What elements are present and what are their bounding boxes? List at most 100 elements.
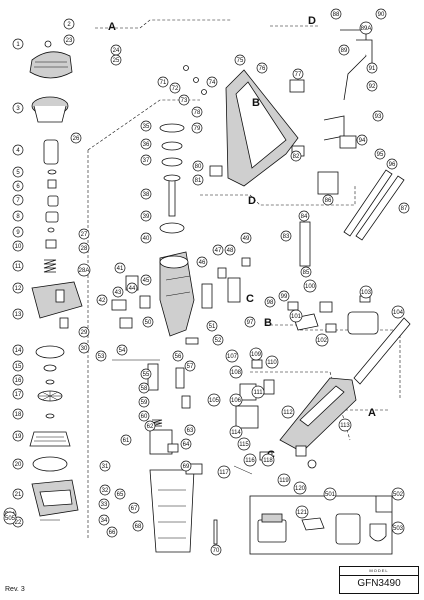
part-callout-10: 10: [12, 240, 24, 252]
part-callout-bubble: [128, 502, 140, 514]
part-callout-label: 72: [172, 86, 179, 92]
part-callout-bubble: [240, 232, 252, 244]
part-callout-bubble: [192, 174, 204, 186]
part-callout-121: 121: [295, 505, 309, 519]
part-callout-label: 66: [109, 530, 116, 536]
part-callout-label: 26: [73, 136, 80, 142]
part-callout-27: 27: [78, 228, 90, 240]
part-callout-501: 501: [323, 487, 337, 501]
part-callout-label: 20: [15, 462, 22, 468]
part-callout-81: 81: [192, 174, 204, 186]
part-callout-label: 74: [209, 80, 216, 86]
part-callout-bubble: [140, 274, 152, 286]
part-callout-bubble: [12, 144, 24, 156]
part-callout-505: 505: [3, 511, 17, 525]
part-callout-80: 80: [192, 160, 204, 172]
part-callout-label: 83: [283, 234, 290, 240]
part-callout-bubble: [12, 260, 24, 272]
part-callout-90: 90: [375, 8, 387, 20]
part-callout-39: 39: [140, 210, 152, 222]
part-callout-112: 112: [281, 405, 295, 419]
part-callout-25: 25: [110, 54, 122, 66]
part-callout-label: 45: [143, 278, 150, 284]
part-callout-bubble: [126, 282, 138, 294]
part-callout-5: 5: [12, 166, 24, 178]
part-callout-bubble: [196, 256, 208, 268]
accessory-box: [249, 495, 393, 555]
part-callout-109: 109: [249, 347, 263, 361]
part-callout-bubble: [3, 511, 17, 525]
part-callout-label: 503: [393, 526, 404, 532]
part-callout-bubble: [249, 347, 263, 361]
part-callout-118: 118: [261, 453, 275, 467]
part-callout-bubble: [207, 393, 221, 407]
part-callout-label: 77: [295, 72, 302, 78]
part-callout-label: 101: [291, 314, 302, 320]
section-letter-a-right: A: [368, 407, 376, 419]
part-callout-bubble: [386, 158, 398, 170]
part-callout-bubble: [12, 282, 24, 294]
part-callout-label: 22: [15, 520, 22, 526]
part-callout-38: 38: [140, 188, 152, 200]
part-callout-bubble: [12, 458, 24, 470]
part-callout-label: 70: [213, 548, 220, 554]
part-callout-8: 8: [12, 210, 24, 222]
part-callout-label: 1: [16, 42, 20, 48]
part-callout-86: 86: [322, 194, 334, 206]
part-callout-bubble: [12, 360, 24, 372]
part-callout-bubble: [77, 263, 91, 277]
part-callout-55: 55: [140, 368, 152, 380]
part-callout-label: 88: [333, 12, 340, 18]
part-callout-bubble: [281, 405, 295, 419]
part-callout-bubble: [12, 210, 24, 222]
part-callout-13: 13: [12, 308, 24, 320]
part-callout-120: 120: [293, 481, 307, 495]
part-callout-41: 41: [114, 262, 126, 274]
part-callout-bubble: [212, 334, 224, 346]
part-callout-47: 47: [212, 244, 224, 256]
part-callout-bubble: [132, 520, 144, 532]
part-callout-label: 16: [15, 378, 22, 384]
part-callout-43: 43: [112, 286, 124, 298]
part-callout-75: 75: [234, 54, 246, 66]
part-callout-103: 103: [359, 285, 373, 299]
part-callout-label: 52: [215, 338, 222, 344]
part-callout-bubble: [12, 226, 24, 238]
section-letter-b-upper: B: [252, 97, 260, 109]
part-callout-bubble: [112, 286, 124, 298]
part-callout-label: 25: [113, 58, 120, 64]
part-callout-label: 86: [325, 198, 332, 204]
part-callout-69: 69: [180, 460, 192, 472]
part-callout-label: 93: [375, 114, 382, 120]
part-callout-7: 7: [12, 194, 24, 206]
part-callout-bubble: [12, 374, 24, 386]
part-callout-label: 108: [231, 370, 242, 376]
part-callout-24: 24: [110, 44, 122, 56]
part-callout-bubble: [303, 279, 317, 293]
part-callout-82: 82: [290, 150, 302, 162]
part-callout-15: 15: [12, 360, 24, 372]
part-callout-label: 2: [67, 22, 71, 28]
part-callout-11: 11: [12, 260, 24, 272]
part-callout-32: 32: [99, 484, 111, 496]
part-callout-label: 115: [239, 442, 249, 448]
part-callout-label: 41: [117, 266, 124, 272]
part-callout-4: 4: [12, 144, 24, 156]
part-callout-16: 16: [12, 374, 24, 386]
part-callout-bubble: [206, 76, 218, 88]
part-callout-45: 45: [140, 274, 152, 286]
part-callout-label: 94: [359, 138, 366, 144]
part-callout-label: 80: [195, 164, 202, 170]
part-callout-label: 6: [16, 184, 20, 190]
part-callout-bubble: [225, 349, 239, 363]
part-callout-label: 60: [141, 414, 148, 420]
part-callout-label: 13: [15, 312, 22, 318]
section-letter-a-top: A: [108, 21, 116, 33]
part-callout-108: 108: [229, 365, 243, 379]
part-callouts: 1234567891011121314151617181920212223242…: [3, 8, 410, 556]
part-callout-bubble: [140, 120, 152, 132]
part-callout-label: 73: [181, 98, 188, 104]
part-callout-label: 113: [340, 423, 350, 429]
part-callout-71: 71: [157, 76, 169, 88]
part-callout-33: 33: [98, 498, 110, 510]
